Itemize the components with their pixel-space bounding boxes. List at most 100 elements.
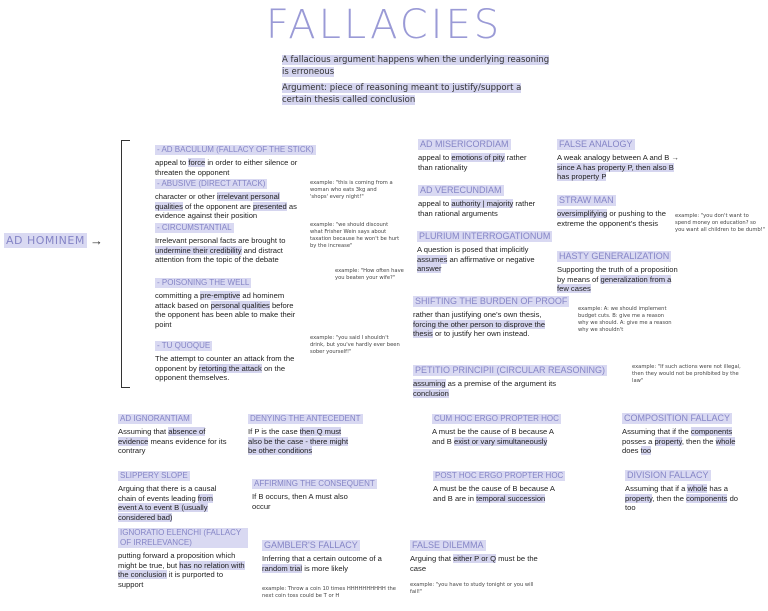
highlighted-text: authority | majority [451, 199, 514, 208]
section-heading: Ad misericordiam [418, 139, 511, 150]
section-heading: Plurium interrogationum [417, 231, 553, 242]
section-false-dilemma: False dilemmaArguing that either P or Q … [410, 535, 540, 573]
section-body: Arguing that there is a causal chain of … [118, 484, 228, 522]
section-false-analogy: False analogyA weak analogy between A an… [557, 134, 687, 182]
section-body: A must be the cause of B because A and B… [432, 427, 557, 446]
section-composition: Composition fallacyAssuming that if the … [622, 408, 752, 456]
text: rather than justifying one's own thesis, [413, 310, 542, 319]
text: ad hominem attack based on [155, 291, 285, 310]
highlighted-text: temporal succession [476, 493, 546, 503]
section-heading: Slippery slope [118, 471, 190, 481]
section-body: appeal to emotions of pity rather than r… [418, 153, 543, 172]
text: it is purported to support [118, 570, 224, 589]
highlighted-text: random trial [262, 563, 303, 573]
section-abusive: - Abusive (direct attack) character or ot… [155, 173, 305, 221]
section-shifting: Shifting the burden of proofrather than … [413, 291, 570, 339]
highlighted-text: assuming [413, 379, 446, 388]
section-heading: - Abusive (direct attack) [155, 179, 268, 189]
text: has a [707, 484, 728, 493]
example-tu-quoque: example: "you said I shouldn't drink, bu… [310, 335, 400, 355]
section-body: putting forward a proposition which migh… [118, 551, 248, 589]
section-heading: Composition fallacy [622, 413, 733, 424]
text: If B occurs, then A must also occur [252, 492, 348, 511]
text: on the opponent themselves. [155, 363, 286, 383]
highlighted-text: emotions of pity [451, 153, 505, 162]
text: or pushing to the extreme the opponent's… [557, 209, 666, 228]
highlighted-text: either P or Q [453, 554, 496, 563]
text: means evidence for its contrary [118, 436, 227, 456]
text: rather than rationality [418, 153, 527, 172]
highlighted-text: oversimplifying [557, 209, 608, 218]
section-body: If B occurs, then A must also occur [252, 492, 362, 511]
section-gambler: Gambler's fallacyInferring that a certai… [262, 535, 402, 573]
text: before the opponent has been able to mak… [155, 300, 296, 329]
section-body: If P is the case then Q must also be the… [248, 427, 353, 456]
section-heading: Straw man [557, 195, 616, 206]
section-heading: - Tu quoque [155, 341, 213, 351]
text: Inferring that a certain outcome of a [262, 554, 382, 563]
highlighted-text: force [188, 158, 206, 167]
example-shifting: example: A: we should implement budget c… [578, 306, 672, 333]
text: of the opponent are [182, 201, 253, 211]
section-poisoning: - Poisoning the wellcommitting a pre-emp… [155, 272, 305, 329]
text: and distract attention from the topic of… [155, 245, 283, 265]
highlighted-text: undermine their credibility [155, 245, 242, 255]
text: Arguing that there is a causal chain of … [118, 484, 217, 503]
intro-argument: Argument: piece of reasoning meant to ju… [282, 83, 522, 105]
highlighted-text: since A has property P, then also B has … [557, 162, 674, 181]
text: Irrelevant personal facts are brought to [155, 236, 286, 245]
text: , then the [652, 493, 687, 503]
section-body: Inferring that a certain outcome of a ra… [262, 554, 402, 573]
highlighted-text: answer [417, 264, 442, 273]
example-petitio: example: "If such actions were not illeg… [632, 364, 741, 384]
section-body: A weak analogy between A and B → since A… [557, 153, 687, 182]
text: Assuming that [118, 427, 169, 436]
section-body: character or other irrelevant personal q… [155, 192, 305, 221]
section-body: assuming as a premise of the argument it… [413, 379, 588, 398]
highlighted-text: components [690, 427, 733, 436]
text: an affirmative or negative [447, 254, 535, 264]
section-petitio: Petitio principii (circular reasoning)as… [413, 360, 608, 398]
text: is more likely [302, 563, 349, 573]
section-hasty: Hasty generalizationSupporting the truth… [557, 246, 682, 294]
section-body: Assuming that if a whole has a property,… [625, 484, 750, 513]
intro-definition: A fallacious argument happens when the u… [282, 55, 550, 77]
text: posses a [622, 436, 655, 446]
text: putting forward a proposition which migh… [118, 551, 236, 570]
section-body: rather than justifying one's own thesis,… [413, 310, 548, 339]
section-circumstantial: - CircumstantialIrrelevant personal fact… [155, 217, 305, 265]
highlighted-text: retorting the attack [198, 363, 262, 373]
ad-hominem-label: AD HOMINEM [4, 233, 87, 248]
section-heading: False dilemma [410, 540, 486, 551]
section-slippery: Slippery slopeArguing that there is a ca… [118, 465, 228, 522]
example-false-dilemma: example: "you have to study tonight or y… [410, 582, 534, 595]
arrow-icon: → [90, 233, 103, 248]
text: If P is the case [248, 427, 300, 436]
text: Assuming that if a [625, 484, 688, 493]
text: must be the case [410, 554, 538, 573]
page-title: FALLACIES [265, 2, 503, 48]
section-verecundiam: Ad verecundiamappeal to authority | majo… [418, 180, 543, 218]
text: A question is posed that implicitly [417, 245, 529, 254]
text: appeal to [155, 158, 189, 167]
section-body: A question is posed that implicitly assu… [417, 245, 542, 274]
text: Supporting the truth of a proposition by… [557, 265, 678, 284]
highlighted-text: conclusion [413, 388, 449, 398]
text: appeal to [418, 153, 452, 162]
section-cum-hoc: Cum hoc ergo propter hoc A must be the ca… [432, 408, 561, 446]
text: committing a [155, 291, 201, 300]
text: The attempt to counter an attack from th… [155, 354, 295, 373]
section-body: Supporting the truth of a proposition by… [557, 265, 682, 294]
section-heading: - Poisoning the well [155, 278, 252, 288]
text: do too [625, 493, 739, 513]
highlighted-text: assumes [417, 254, 448, 264]
text: in order to either silence or threaten t… [155, 158, 298, 177]
section-heading: Denying the antecedent [248, 414, 363, 424]
highlighted-text: components [686, 493, 728, 503]
section-heading: Cum hoc ergo propter hoc [432, 414, 561, 424]
bracket [121, 140, 130, 388]
text: character or other [155, 192, 218, 201]
section-body: oversimplifying or pushing to the extrem… [557, 209, 672, 228]
section-post-hoc: Post hoc ergo propter hocA must be the c… [433, 465, 566, 503]
